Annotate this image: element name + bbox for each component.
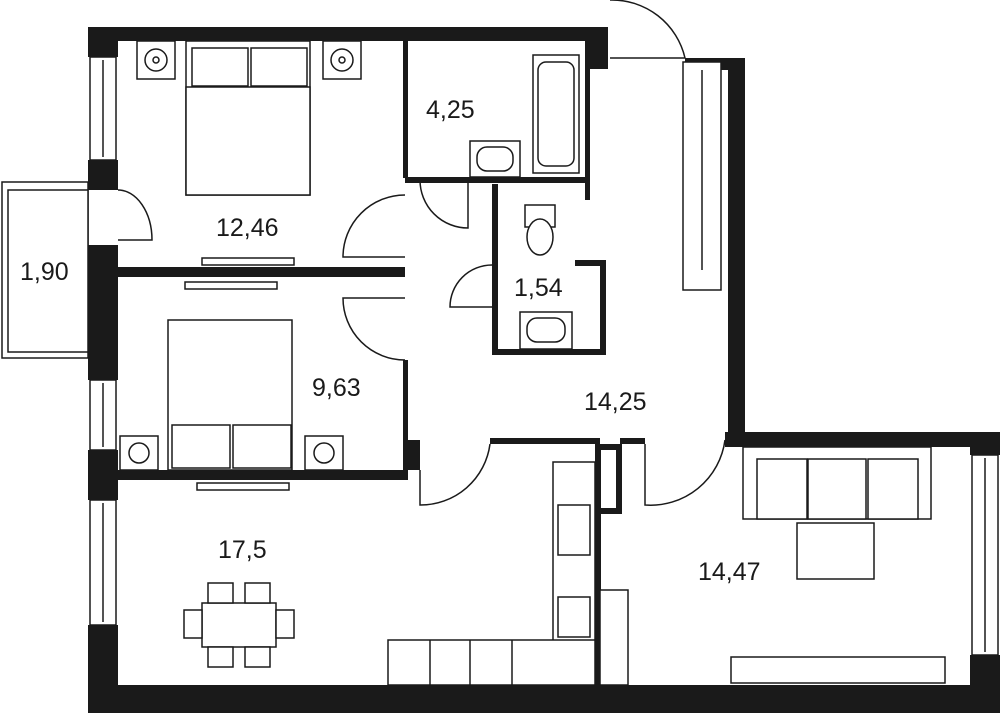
room-area-bedroom-1: 12,46 [216,214,279,242]
sink [469,140,521,178]
room-area-living-room: 14,47 [698,558,761,586]
room-area-bedroom-2: 9,63 [312,374,361,402]
sink [519,311,573,350]
sofa [742,446,932,520]
toilet [524,204,556,256]
room-area-balcony: 1,90 [20,258,69,286]
room-labels: 12,46 1,90 4,25 1,54 9,63 14,25 17,5 14,… [20,96,761,586]
tv-stand [730,656,946,684]
wardrobe [682,61,722,291]
walls [88,27,1000,713]
room-area-bathroom: 4,25 [426,96,475,124]
furniture [119,40,946,686]
dining-table [183,582,295,668]
kitchen-counter [387,461,596,686]
double-bed-2 [167,319,293,471]
bathtub [532,54,580,174]
room-area-toilet: 1,54 [514,274,563,302]
doors [117,0,726,506]
windows [1,56,999,656]
room-area-hallway: 14,25 [584,388,647,416]
nightstand [322,40,362,80]
room-area-kitchen-dining: 17,5 [218,536,267,564]
nightstand [136,40,176,80]
coffee-table [796,522,875,580]
double-bed-1 [185,40,311,196]
